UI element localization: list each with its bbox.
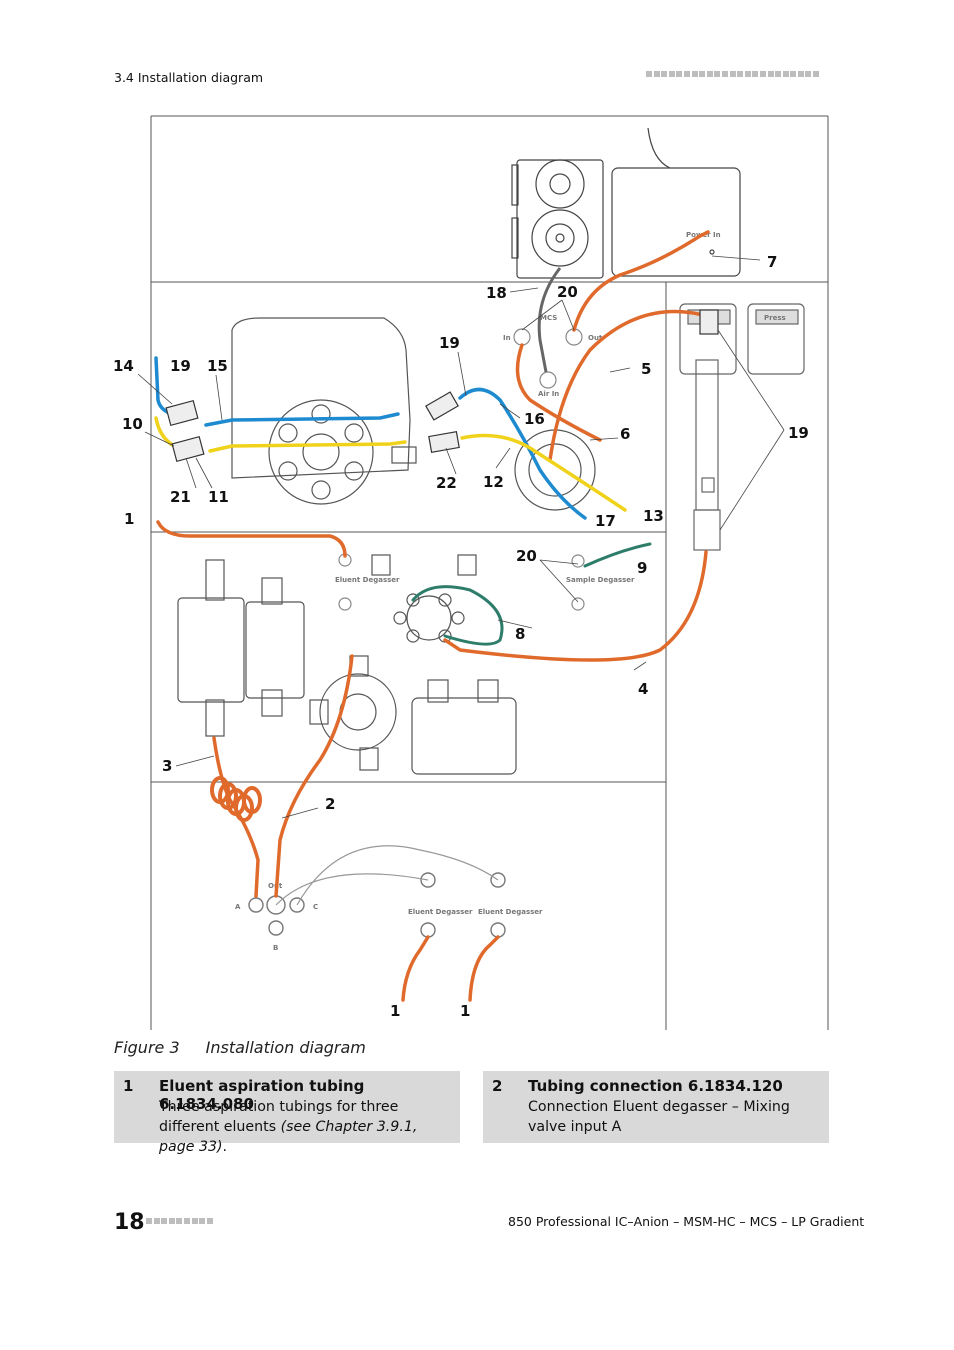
eluent-degasser-label-3: Eluent Degasser bbox=[478, 908, 543, 916]
gradient-valve bbox=[248, 872, 506, 938]
callout-2: 2 bbox=[325, 795, 335, 813]
orange-tubing bbox=[156, 230, 710, 1002]
legend-number: 2 bbox=[492, 1077, 503, 1095]
callout-19: 19 bbox=[439, 334, 460, 352]
degasser-fittings bbox=[338, 553, 585, 611]
callout-17: 17 bbox=[595, 512, 616, 530]
callout-1: 1 bbox=[124, 510, 134, 528]
chapter-reference-link[interactable]: (see Chapter 3.9.1, page 33) bbox=[159, 1119, 418, 1155]
callout-9: 9 bbox=[637, 559, 647, 577]
callout-19: 19 bbox=[170, 357, 191, 375]
page-number: 18 bbox=[114, 1210, 145, 1235]
product-name: 850 Professional IC–Anion – MSM-HC – MCS… bbox=[508, 1214, 865, 1229]
section-header: 3.4 Installation diagram bbox=[114, 70, 264, 85]
installation-diagram: Power In MCS In Out Air In Press bbox=[113, 115, 829, 1030]
callout-19: 19 bbox=[788, 424, 809, 442]
eluent-degasser-label-2: Eluent Degasser bbox=[408, 908, 473, 916]
legend-description-text: Three aspiration tubings for three diffe… bbox=[159, 1099, 399, 1135]
leader-lines bbox=[137, 255, 785, 819]
press-label: Press bbox=[764, 314, 786, 322]
valve-c-label: C bbox=[313, 903, 318, 911]
legend-number: 1 bbox=[123, 1077, 134, 1095]
orange-coil bbox=[210, 776, 262, 822]
callout-22: 22 bbox=[436, 474, 457, 492]
injection-valve bbox=[309, 554, 517, 775]
power-unit bbox=[611, 127, 741, 277]
callout-11: 11 bbox=[208, 488, 229, 506]
callout-12: 12 bbox=[483, 473, 504, 491]
valve-b-label: B bbox=[273, 944, 278, 952]
callout-18: 18 bbox=[486, 284, 507, 302]
legend-description: Connection Eluent degasser – Mixing valv… bbox=[528, 1099, 790, 1135]
callout-21: 21 bbox=[170, 488, 191, 506]
gray-tubing bbox=[537, 267, 562, 373]
callout-15: 15 bbox=[207, 357, 228, 375]
callout-4: 4 bbox=[638, 680, 648, 698]
callout-8: 8 bbox=[515, 625, 525, 643]
eluent-degasser-blocks bbox=[177, 559, 305, 737]
callout-3: 3 bbox=[162, 757, 172, 775]
green-tubing bbox=[411, 542, 652, 646]
callout-1: 1 bbox=[460, 1002, 470, 1020]
mcs-in-label: In bbox=[503, 334, 511, 342]
callout-7: 7 bbox=[767, 253, 777, 271]
mcs-unit bbox=[511, 159, 604, 279]
legend-period: . bbox=[222, 1139, 228, 1155]
mcs-out-label: Out bbox=[588, 334, 603, 342]
callout-6: 6 bbox=[620, 425, 630, 443]
callout-1: 1 bbox=[390, 1002, 400, 1020]
callout-5: 5 bbox=[641, 360, 651, 378]
callout-20: 20 bbox=[516, 547, 537, 565]
peristaltic-pump bbox=[231, 317, 417, 505]
figure-label: Figure 3 bbox=[114, 1038, 180, 1057]
callout-13: 13 bbox=[643, 507, 664, 525]
panel-frame bbox=[150, 115, 829, 1030]
figure-caption: Figure 3 Installation diagram bbox=[114, 1038, 366, 1057]
callout-10: 10 bbox=[122, 415, 143, 433]
header-decoration bbox=[646, 71, 830, 81]
callout-14: 14 bbox=[113, 357, 134, 375]
legend-title: Tubing connection 6.1834.120 bbox=[528, 1077, 783, 1095]
sample-degasser-label: Sample Degasser bbox=[566, 576, 635, 584]
legend-item: 1 Eluent aspiration tubing 6.1834.080 Th… bbox=[114, 1071, 460, 1155]
footer-decoration bbox=[146, 1218, 214, 1237]
callout-16: 16 bbox=[524, 410, 545, 428]
press-panel bbox=[679, 303, 805, 551]
valve-a-label: A bbox=[235, 903, 241, 911]
air-in-label: Air In bbox=[538, 390, 559, 398]
eluent-degasser-label: Eluent Degasser bbox=[335, 576, 400, 584]
legend-description: Three aspiration tubings for three diffe… bbox=[159, 1097, 449, 1157]
callout-20: 20 bbox=[557, 283, 578, 301]
figure-title: Installation diagram bbox=[205, 1038, 366, 1057]
legend-title: Eluent aspiration tubing 6.1834.080 bbox=[159, 1077, 365, 1113]
fittings bbox=[165, 309, 719, 463]
mcs-label: MCS bbox=[540, 314, 557, 322]
callout-numbers: 1 1 1 2 3 4 5 6 7 8 9 10 11 12 13 14 15 … bbox=[113, 253, 809, 1020]
legend-item: 2 Tubing connection 6.1834.120 Connectio… bbox=[483, 1071, 829, 1143]
